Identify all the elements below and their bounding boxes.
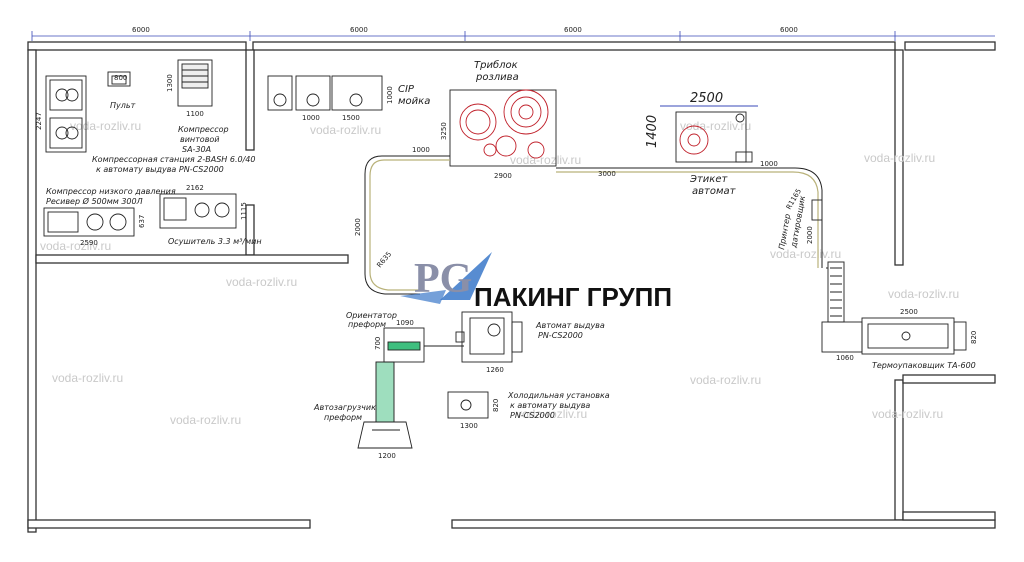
- cip-label-1: CIP: [398, 84, 415, 95]
- printer-dim-v: 2000: [806, 226, 814, 244]
- walls: [27, 41, 996, 533]
- cip-unit: [267, 75, 383, 111]
- watermark: voda-rozliv.ru: [170, 413, 241, 427]
- preform-orientator: [383, 327, 464, 363]
- dryer-label: Осушитель 3.3 м³/мин: [168, 237, 262, 246]
- shrink-dim-in: 1060: [836, 354, 854, 362]
- dim-top-2: 6000: [350, 26, 368, 34]
- labeler-dim-w: 2500: [690, 91, 723, 106]
- watermark: voda-rozliv.ru: [770, 247, 841, 261]
- orientator-label-1: Ориентатор: [346, 311, 397, 320]
- shrink-label: Термоупаковщик ТА-600: [872, 361, 976, 370]
- remote-label: Пульт: [110, 101, 136, 110]
- watermark: voda-rozliv.ru: [516, 407, 587, 421]
- cip-label-2: мойка: [398, 96, 430, 107]
- remote-dim: 800: [114, 74, 127, 82]
- chiller-dim-h: 820: [492, 399, 500, 412]
- blow-label-2: PN-CS2000: [538, 331, 583, 340]
- dim-top-3: 6000: [564, 26, 582, 34]
- preform-loader: [357, 361, 413, 449]
- conveyor-left-dim-v: 2000: [354, 218, 362, 236]
- chiller-label-1: Холодильная установка: [507, 391, 610, 400]
- dryer-dim-h: 1115: [240, 202, 248, 220]
- watermark: voda-rozliv.ru: [680, 119, 751, 133]
- pg-logo: PG: [400, 252, 492, 304]
- chiller-dim-w: 1300: [460, 422, 478, 430]
- blow-label-1: Автомат выдува: [535, 321, 605, 330]
- low-pressure-dim-w: 2590: [80, 239, 98, 247]
- compressor-station-label-1: Компрессорная станция 2-BASH 6.0/40: [92, 155, 255, 164]
- blow-moulding-machine: [455, 311, 523, 363]
- watermark: voda-rozliv.ru: [510, 153, 581, 167]
- shrink-dim-h: 820: [970, 331, 978, 344]
- shrink-wrapper: [821, 317, 967, 355]
- blow-dim-w: 1260: [486, 366, 504, 374]
- dim-top-4: 6000: [780, 26, 798, 34]
- dryer-dim-w: 2162: [186, 184, 204, 192]
- loader-dim-w: 1200: [378, 452, 396, 460]
- triblock-filling-machine: [449, 89, 557, 167]
- screw-compressor-dim-w: 1100: [186, 110, 204, 118]
- printer-unit: [811, 199, 823, 221]
- screw-compressor-dim-h: 1300: [166, 74, 174, 92]
- triblock-label-1: Триблок: [474, 59, 518, 71]
- conveyor-dim-1000b: 1000: [760, 160, 778, 168]
- loader-label-1: Автозагрузчик: [313, 403, 376, 412]
- orientator-dim-w: 1090: [396, 319, 414, 327]
- low-pressure-label-1: Компрессор низкого давления: [46, 187, 176, 196]
- compressor-station: [45, 75, 87, 153]
- cip-dim-h: 1000: [386, 86, 394, 104]
- screw-compressor: [177, 59, 213, 107]
- chiller-unit: [447, 391, 489, 419]
- low-pressure-label-2: Ресивер Ø 500мм 300Л: [46, 196, 143, 206]
- dim-left: 2247: [35, 112, 43, 130]
- dim-top-1: 6000: [132, 26, 150, 34]
- screw-compressor-label-2: винтовой: [180, 135, 220, 144]
- labeler-dim-h: 1400: [645, 115, 660, 148]
- cip-dim-w1: 1000: [302, 114, 320, 122]
- watermark: voda-rozliv.ru: [52, 371, 123, 385]
- shrink-dim-w: 2500: [900, 308, 918, 316]
- conveyor-left-dim-r: R635: [375, 250, 393, 269]
- watermark: voda-rozliv.ru: [872, 407, 943, 421]
- company-name: ПАКИНГ ГРУПП: [474, 282, 672, 312]
- pg-logo-mark: PG: [414, 256, 472, 302]
- watermark: voda-rozliv.ru: [310, 123, 381, 137]
- bottle-conveyor: [364, 155, 845, 323]
- screw-compressor-label-1: Компрессор: [178, 125, 229, 134]
- conveyor-dim-1000: 1000: [412, 146, 430, 154]
- chiller-label-2: к автомату выдува: [510, 401, 590, 410]
- watermark: voda-rozliv.ru: [864, 151, 935, 165]
- triblock-dim-w: 2900: [494, 172, 512, 180]
- labeler-label-1: Этикет: [689, 174, 728, 185]
- watermark: voda-rozliv.ru: [690, 373, 761, 387]
- top-dimension-line: [31, 31, 995, 41]
- triblock-dim-h: 3250: [440, 122, 448, 140]
- air-dryer: [159, 193, 237, 229]
- low-pressure-compressor: [43, 207, 135, 237]
- orientator-label-2: преформ: [348, 320, 386, 329]
- labeler-label-2: автомат: [692, 186, 737, 197]
- watermark: voda-rozliv.ru: [70, 119, 141, 133]
- loader-label-2: преформ: [324, 413, 362, 422]
- conveyor-dim-3000: 3000: [598, 170, 616, 178]
- low-pressure-dim-h: 637: [138, 215, 146, 228]
- watermarks: voda-rozliv.ru voda-rozliv.ru voda-rozli…: [40, 119, 959, 427]
- orientator-dim-h: 700: [374, 337, 382, 350]
- chiller-label-3: PN-CS2000: [510, 411, 555, 420]
- remote-panel: [107, 71, 131, 87]
- watermark: voda-rozliv.ru: [40, 239, 111, 253]
- screw-compressor-label-3: SA-30A: [182, 145, 211, 154]
- watermark: voda-rozliv.ru: [888, 287, 959, 301]
- triblock-label-2: розлива: [475, 72, 519, 83]
- watermark: voda-rozliv.ru: [226, 275, 297, 289]
- labeling-machine: [660, 105, 758, 163]
- compressor-station-label-2: к автомату выдува PN-CS2000: [96, 165, 224, 174]
- cip-dim-w2: 1500: [342, 114, 360, 122]
